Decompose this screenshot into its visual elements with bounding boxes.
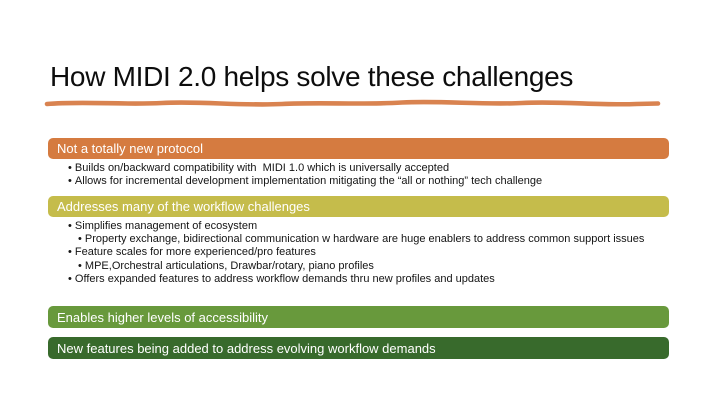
bullet-item: Offers expanded features to address work…: [48, 273, 673, 286]
bullet-sub-item: MPE,Orchestral articulations, Drawbar/ro…: [48, 260, 673, 273]
section-header-accessibility: Enables higher levels of accessibility: [48, 306, 669, 328]
section-header-label: Addresses many of the workflow challenge…: [57, 199, 310, 214]
section-header-new-features: New features being added to address evol…: [48, 337, 669, 359]
bullet-item: Allows for incremental development imple…: [48, 175, 673, 188]
section-bullets-not-new-protocol: Builds on/backward compatibility with MI…: [48, 162, 673, 188]
bullet-sub-item: Property exchange, bidirectional communi…: [48, 233, 673, 246]
section-header-not-new-protocol: Not a totally new protocol: [48, 138, 669, 159]
section-header-label: Not a totally new protocol: [57, 141, 203, 156]
bullet-item: Feature scales for more experienced/pro …: [48, 246, 673, 259]
divider-stroke: [44, 99, 661, 107]
bullet-item: Builds on/backward compatibility with MI…: [48, 162, 673, 175]
wavy-divider-line: [44, 99, 661, 107]
section-header-label: Enables higher levels of accessibility: [57, 309, 268, 325]
slide-title: How MIDI 2.0 helps solve these challenge…: [50, 60, 574, 92]
bullet-item: Simplifies management of ecosystem: [48, 220, 673, 233]
section-bullets-workflow-challenges: Simplifies management of ecosystem Prope…: [48, 220, 673, 286]
section-header-workflow-challenges: Addresses many of the workflow challenge…: [48, 196, 669, 217]
section-header-label: New features being added to address evol…: [57, 340, 436, 356]
